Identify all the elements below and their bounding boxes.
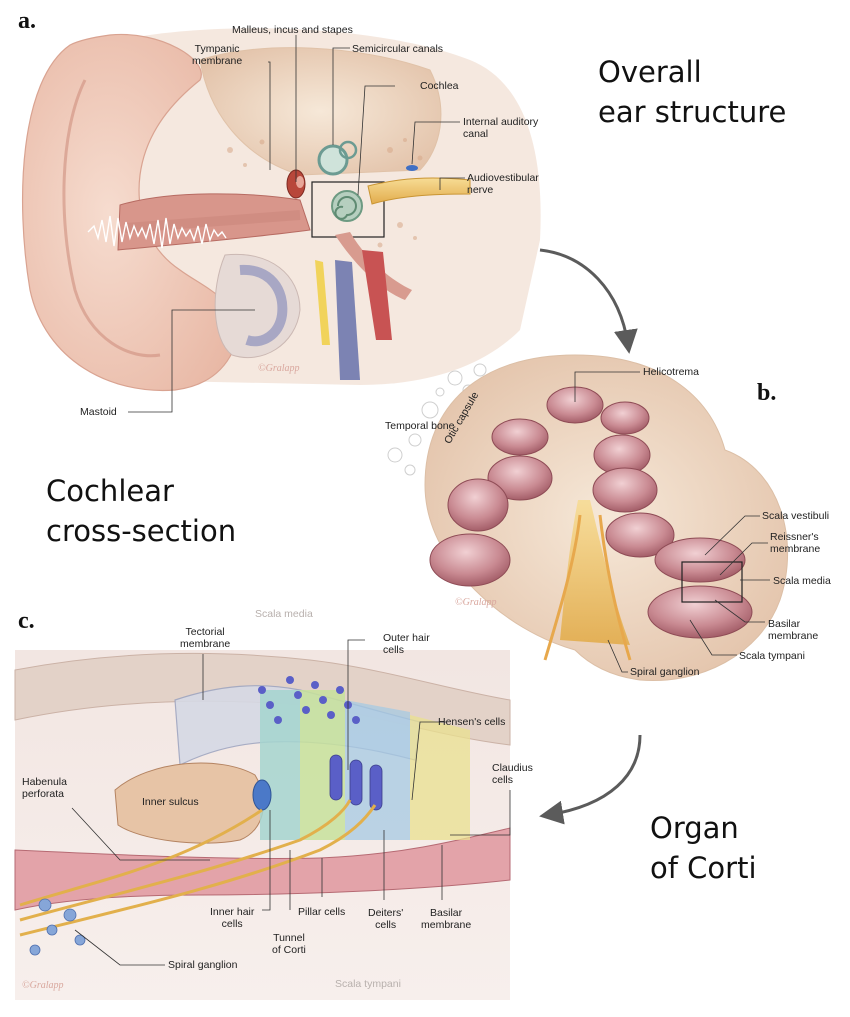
flow-arrows — [539, 248, 642, 825]
label-line: membrane — [421, 919, 472, 931]
label-line: Outer hair — [383, 632, 430, 644]
label-outer-hair-cells: Outer hair cells — [383, 632, 430, 656]
label-helicotrema: Helicotrema — [643, 366, 700, 378]
label-line: cells — [383, 644, 405, 656]
label-scala-tympani: Scala tympani — [739, 650, 805, 662]
panel-b-letter: b. — [757, 380, 777, 406]
label-line: membrane — [770, 543, 821, 555]
label-tectorial-membrane: Tectorial membrane — [180, 626, 230, 650]
label-scala-media: Scala media — [773, 575, 831, 587]
label-spiral-ganglion-b: Spiral ganglion — [630, 666, 700, 678]
label-tunnel-of-corti: Tunnel of Corti — [272, 932, 306, 956]
label-tympanic-membrane: Tympanic membrane — [192, 43, 242, 67]
label-reissners-membrane: Reissner's membrane — [770, 531, 820, 555]
label-line: Inner hair — [210, 906, 255, 918]
label-cochlea: Cochlea — [420, 80, 459, 92]
label-line: membrane — [768, 630, 819, 642]
label-line: Claudius — [492, 762, 533, 774]
label-temporal-bone: Temporal bone — [385, 420, 455, 432]
label-line: canal — [463, 128, 489, 140]
caption-cochlear-cross-section: Cochlear cross-section — [46, 471, 236, 551]
panel-c-letter: c. — [18, 608, 35, 634]
label-hensens-cells: Hensen's cells — [438, 716, 506, 728]
label-scala-vestibuli: Scala vestibuli — [762, 510, 830, 522]
panel-c-art — [14, 639, 511, 1000]
label-line: Reissner's — [770, 531, 819, 543]
signature-panel-b: ©Gralapp — [455, 597, 497, 608]
label-semicircular-canals: Semicircular canals — [352, 43, 444, 55]
label-line: Internal auditory — [463, 116, 539, 128]
label-line: Basilar — [430, 907, 463, 919]
label-mastoid: Mastoid — [80, 406, 117, 418]
label-line: of Corti — [272, 944, 306, 956]
label-line: Tectorial — [185, 626, 225, 638]
panel-b-art — [387, 354, 788, 682]
caption-line: of Corti — [650, 851, 757, 885]
label-line: Audiovestibular — [467, 172, 539, 184]
label-scala-media-top: Scala media — [255, 608, 313, 620]
label-habenula-perforata: Habenula perforata — [22, 776, 67, 800]
label-line: Tympanic — [194, 43, 240, 55]
label-spiral-ganglion-c: Spiral ganglion — [168, 959, 238, 971]
label-line: Tunnel — [273, 932, 305, 944]
label-claudius-cells: Claudius cells — [492, 762, 533, 786]
caption-line: Overall — [598, 55, 702, 89]
label-scala-tympani-bottom: Scala tympani — [335, 978, 401, 990]
caption-line: cross-section — [46, 514, 237, 548]
signature-panel-a: ©Gralapp — [258, 363, 300, 374]
label-line: nerve — [467, 184, 494, 196]
label-line: Basilar — [768, 618, 801, 630]
caption-line: Organ — [650, 811, 739, 845]
label-line: Habenula — [22, 776, 67, 788]
label-basilar-membrane-c: Basilar membrane — [421, 907, 471, 931]
label-audiovestibular-nerve: Audiovestibular nerve — [467, 172, 539, 196]
label-line: cells — [375, 919, 397, 931]
caption-overall-ear: Overall ear structure — [598, 52, 786, 132]
label-ossicles: Malleus, incus and stapes — [232, 24, 353, 36]
label-line: cells — [492, 774, 514, 786]
label-internal-auditory-canal: Internal auditory canal — [463, 116, 538, 140]
label-pillar-cells: Pillar cells — [298, 906, 346, 918]
caption-line: ear structure — [598, 95, 787, 129]
caption-organ-of-corti: Organ of Corti — [650, 808, 757, 888]
label-line: Deiters' — [368, 907, 404, 919]
label-line: membrane — [192, 55, 243, 67]
signature-panel-c: ©Gralapp — [22, 980, 64, 991]
label-deiters-cells: Deiters' cells — [368, 907, 403, 931]
label-line: perforata — [22, 788, 65, 800]
label-basilar-membrane-b: Basilar membrane — [768, 618, 818, 642]
caption-line: Cochlear — [46, 474, 174, 508]
panel-a-art — [21, 28, 541, 413]
label-line: cells — [221, 918, 243, 930]
panel-a-letter: a. — [18, 8, 36, 34]
label-line: membrane — [180, 638, 231, 650]
label-inner-hair-cells: Inner hair cells — [210, 906, 254, 930]
label-inner-sulcus: Inner sulcus — [142, 796, 199, 808]
